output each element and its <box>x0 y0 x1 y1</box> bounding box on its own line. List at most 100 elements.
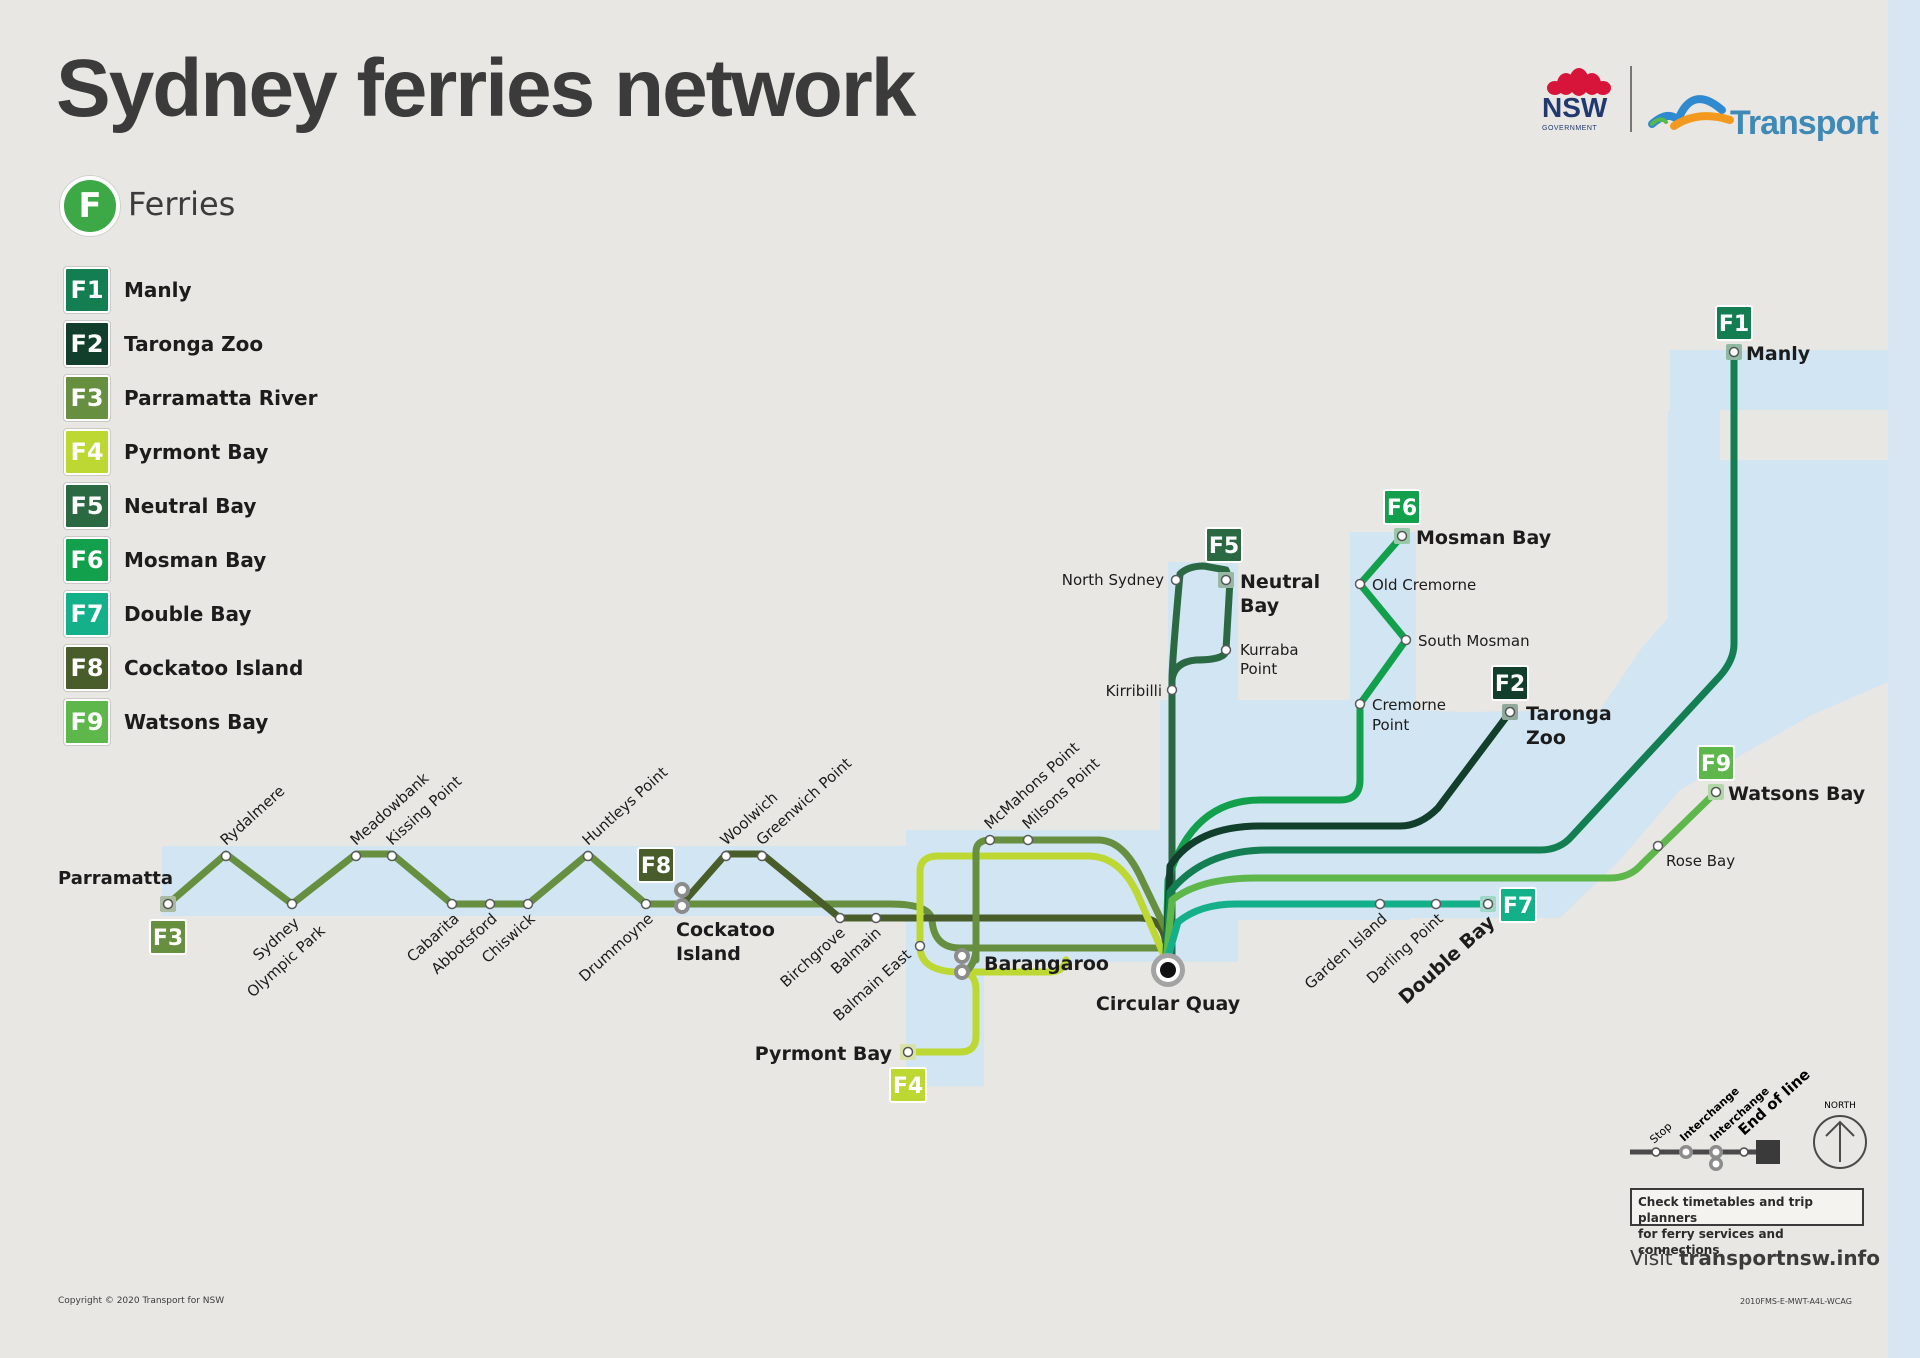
visit-website: Visit transportnsw.info <box>1630 1246 1880 1270</box>
stop-north-sydney <box>1170 574 1182 586</box>
label-taronga-zoo-2: Zoo <box>1526 727 1566 749</box>
label-neutral-bay-2: Bay <box>1240 595 1280 617</box>
interchange-barangaroo-b-dot <box>958 968 966 976</box>
label-old-cremorne: Old Cremorne <box>1372 576 1476 594</box>
route-badges: F3 F8 F4 F5 F6 F2 <box>149 305 1753 1103</box>
badge-f1-map: F1 <box>1715 305 1753 341</box>
ferries-mode-label: Ferries <box>128 185 236 223</box>
stop-markers <box>220 574 1664 952</box>
label-cockatoo-island-2: Island <box>676 943 741 965</box>
legend-item-f2: F2 Taronga Zoo <box>64 317 317 371</box>
end-taronga-zoo-dot <box>1504 706 1516 718</box>
badge-f1-map-text: F1 <box>1719 312 1749 337</box>
badge-f2-map: F2 <box>1491 665 1529 701</box>
legend-badge-f7: F7 <box>64 591 110 637</box>
label-south-mosman: South Mosman <box>1418 632 1530 650</box>
label-kurraba-point-2: Point <box>1240 660 1277 678</box>
legend-name-f3: Parramatta River <box>124 386 318 410</box>
label-huntleys-point: Huntleys Point <box>579 763 672 849</box>
legend-name-f7: Double Bay <box>124 602 252 626</box>
route-lines <box>164 350 1738 1056</box>
stop-old-cremorne <box>1354 578 1366 590</box>
badge-f8-map: F8 <box>637 847 675 883</box>
badge-f3-map: F3 <box>149 919 187 955</box>
end-neutral-bay-dot <box>1220 574 1232 586</box>
water-manly <box>1670 350 1888 410</box>
timetable-notice-line-2: for ferry services and connections <box>1638 1227 1784 1257</box>
label-manly: Manly <box>1746 343 1811 365</box>
page-edge-strip <box>1888 0 1920 1358</box>
hub-circular-quay-dot <box>1160 962 1176 978</box>
legend-badge-f4: F4 <box>64 429 110 475</box>
stop-birchgrove <box>834 912 846 924</box>
government-wordmark: GOVERNMENT <box>1542 125 1598 132</box>
label-circular-quay: Circular Quay <box>1096 993 1241 1015</box>
route-milsons-loop <box>972 836 1170 964</box>
stop-chiswick <box>522 898 534 910</box>
end-pyrmont-bay-dot <box>902 1046 914 1058</box>
label-taronga-zoo-1: Taronga <box>1526 703 1612 725</box>
map-key: Stop Interchange Interchange End of line… <box>1630 1065 1867 1171</box>
route-f4 <box>904 852 1170 1056</box>
legend-name-f8: Cockatoo Island <box>124 656 304 680</box>
label-cockatoo-island-1: Cockatoo <box>676 919 775 941</box>
visit-url-link[interactable]: transportnsw.info <box>1678 1246 1880 1270</box>
timetable-notice: Check timetables and trip planners for f… <box>1630 1188 1864 1257</box>
badge-f8-map-text: F8 <box>641 854 671 879</box>
legend-item-f5: F5 Neutral Bay <box>64 479 317 533</box>
stop-garden-island <box>1374 898 1386 910</box>
route-legend: F1 Manly F2 Taronga Zoo F3 Parramatta Ri… <box>64 263 317 749</box>
interchange-cockatoo-b-dot <box>678 902 686 910</box>
label-mosman-bay: Mosman Bay <box>1416 527 1552 549</box>
page-title: Sydney ferries network <box>56 43 916 134</box>
stop-drummoyne <box>640 898 652 910</box>
label-cremorne-point-2: Point <box>1372 716 1409 734</box>
water-harbour-east <box>1238 410 1888 918</box>
legend-badge-f3: F3 <box>64 375 110 421</box>
legend-item-f6: F6 Mosman Bay <box>64 533 317 587</box>
copyright-text: Copyright © 2020 Transport for NSW <box>58 1296 225 1306</box>
legend-name-f9: Watsons Bay <box>124 710 269 734</box>
legend-name-f6: Mosman Bay <box>124 548 267 572</box>
label-barangaroo: Barangaroo <box>984 953 1109 975</box>
stop-darling-point <box>1430 898 1442 910</box>
legend-name-f4: Pyrmont Bay <box>124 440 269 464</box>
waratah-flower-icon <box>1547 68 1611 96</box>
label-drummoyne: Drummoyne <box>575 910 656 986</box>
interchange-barangaroo-a-dot <box>958 952 966 960</box>
route-f4-east <box>962 956 1070 976</box>
legend-name-f1: Manly <box>124 278 192 302</box>
route-f7 <box>1162 900 1492 968</box>
legend-name-f5: Neutral Bay <box>124 494 257 518</box>
stop-huntleys-point <box>582 850 594 862</box>
legend-badge-f5: F5 <box>64 483 110 529</box>
route-f5 <box>1168 562 1234 964</box>
badge-f9-map-text: F9 <box>1701 752 1731 777</box>
north-label: NORTH <box>1824 1101 1856 1111</box>
badge-f2-map-text: F2 <box>1495 672 1525 697</box>
key-stop-label: Stop <box>1647 1120 1674 1146</box>
end-manly-dot <box>1728 346 1740 358</box>
legend-item-f7: F7 Double Bay <box>64 587 317 641</box>
label-rydalmere: Rydalmere <box>217 782 289 849</box>
stop-kissing-point <box>386 850 398 862</box>
badge-f5-map-text: F5 <box>1209 534 1239 559</box>
badge-f7-map-text: F7 <box>1503 894 1533 919</box>
legend-item-f9: F9 Watsons Bay <box>64 695 317 749</box>
badge-f5-map: F5 <box>1205 527 1243 563</box>
badge-f4-map: F4 <box>889 1067 927 1103</box>
stop-kurraba-point <box>1220 644 1232 656</box>
end-parramatta-dot <box>162 898 174 910</box>
legend-item-f1: F1 Manly <box>64 263 317 317</box>
route-f1 <box>1162 350 1738 964</box>
legend-badge-f8: F8 <box>64 645 110 691</box>
legend-item-f3: F3 Parramatta River <box>64 371 317 425</box>
stop-rose-bay <box>1652 840 1664 852</box>
end-double-bay-dot <box>1482 898 1494 910</box>
legend-badge-f2: F2 <box>64 321 110 367</box>
stop-kirribilli <box>1166 684 1178 696</box>
label-kirribilli: Kirribilli <box>1106 682 1162 700</box>
ferries-mode-icon: F <box>60 176 120 236</box>
stop-milsons-point <box>1022 834 1034 846</box>
stop-abbotsford <box>484 898 496 910</box>
